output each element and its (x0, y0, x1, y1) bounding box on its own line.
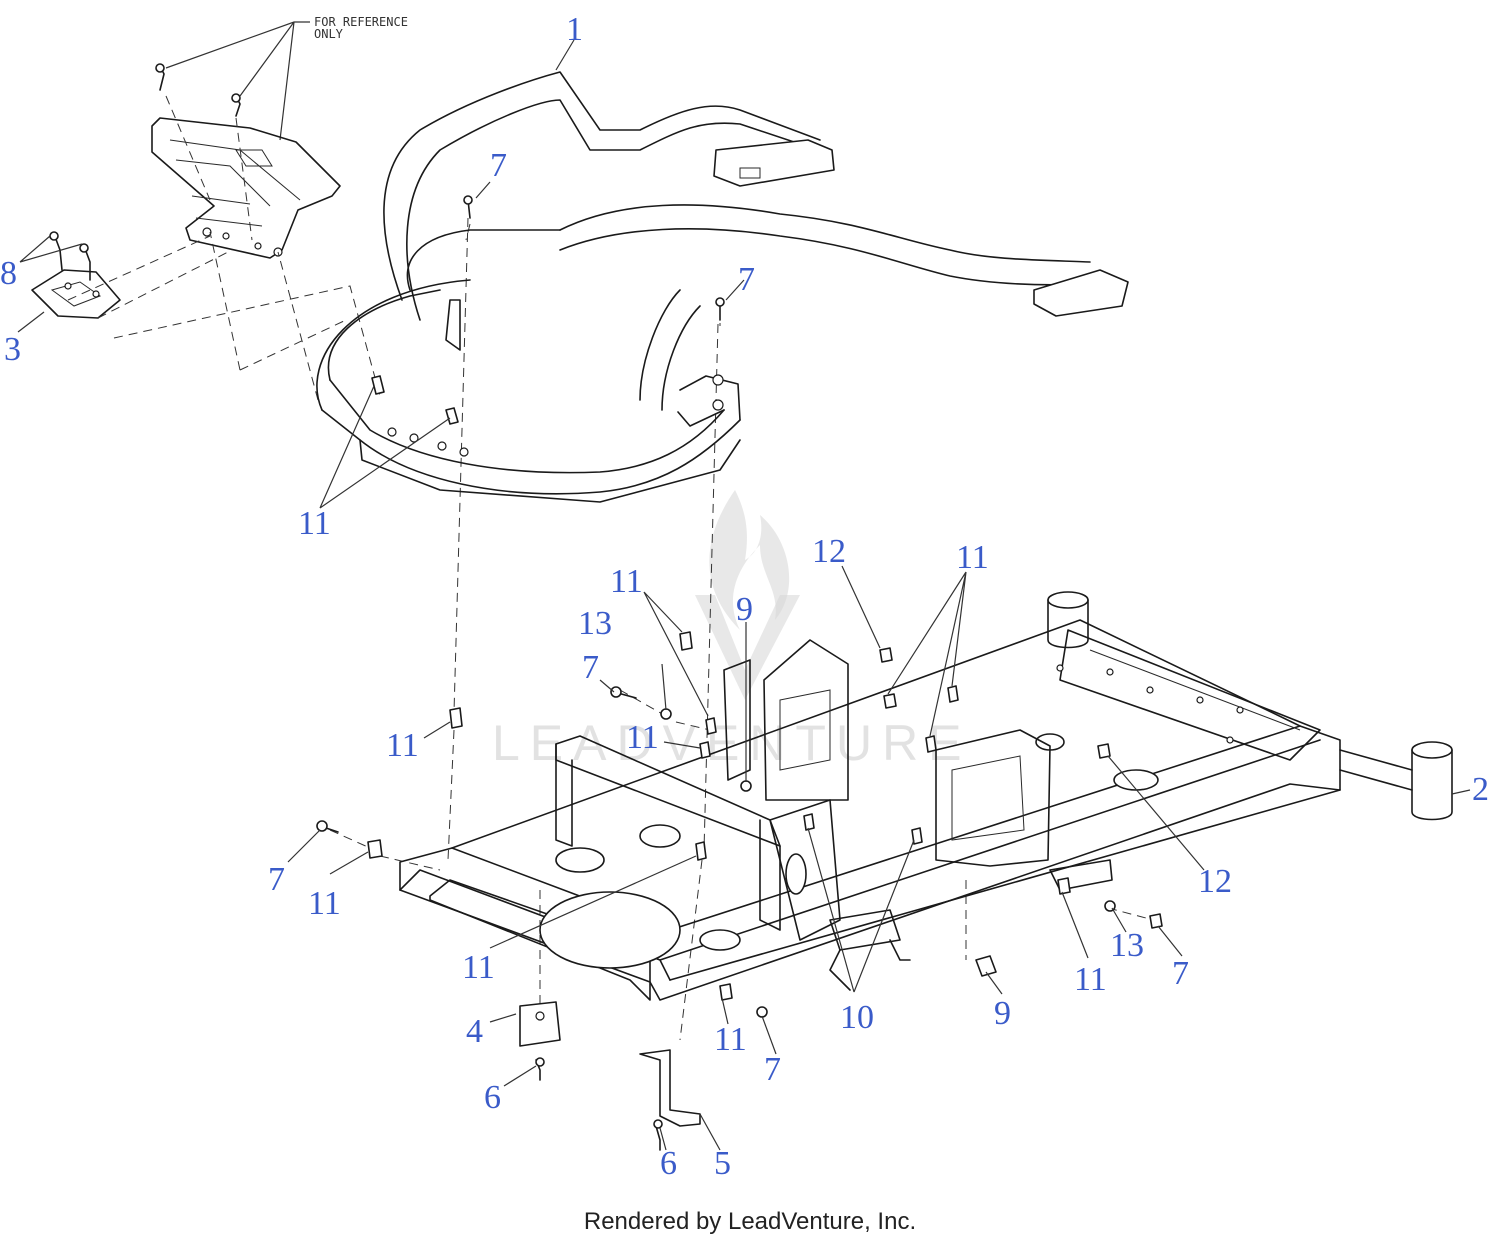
callout-11: 11 (308, 885, 341, 922)
frame-holes (1056, 664, 1244, 744)
callout-11: 11 (386, 727, 419, 764)
callout-11: 11 (298, 505, 331, 542)
main-frame-part (399, 591, 1453, 1151)
callout-7: 7 (1172, 955, 1189, 992)
callouts: 1 2 3 4 5 6 6 7 7 7 7 7 7 8 9 9 10 11 11… (0, 11, 1489, 1182)
roll-bar-part (316, 71, 1129, 503)
callout-5: 5 (714, 1145, 731, 1182)
callout-11: 11 (956, 539, 989, 576)
callout-9: 9 (994, 995, 1011, 1032)
reference-note-line1: FOR REFERENCE (314, 15, 408, 29)
callout-11: 11 (1074, 961, 1107, 998)
callout-9: 9 (736, 591, 753, 628)
watermark: LEADVENTURE (492, 490, 962, 771)
callout-7: 7 (764, 1051, 781, 1088)
callout-11: 11 (714, 1021, 747, 1058)
callout-7: 7 (582, 649, 599, 686)
callout-11: 11 (626, 719, 659, 756)
callout-3: 3 (4, 331, 21, 368)
callout-7: 7 (268, 861, 285, 898)
reference-note: FOR REFERENCE ONLY (165, 15, 408, 141)
callout-1: 1 (566, 11, 583, 48)
callout-10: 10 (840, 999, 874, 1036)
callout-13: 13 (1110, 927, 1144, 964)
footer-credit: Rendered by LeadVenture, Inc. (583, 1208, 917, 1235)
leader-lines (17, 39, 1471, 1151)
callout-11: 11 (462, 949, 495, 986)
callout-12: 12 (812, 533, 846, 570)
callout-6: 6 (660, 1145, 677, 1182)
callout-11: 11 (610, 563, 643, 600)
callout-7: 7 (490, 147, 507, 184)
callout-8: 8 (0, 255, 17, 292)
callout-13: 13 (578, 605, 612, 642)
callout-7: 7 (738, 261, 755, 298)
fasteners (316, 631, 1111, 1018)
callout-12: 12 (1198, 863, 1232, 900)
reference-bracket-part (151, 63, 341, 259)
reference-note-line2: ONLY (314, 27, 344, 41)
callout-4: 4 (466, 1013, 483, 1050)
callout-2: 2 (1472, 771, 1489, 808)
mount-plate-part (31, 231, 121, 319)
callout-6: 6 (484, 1079, 501, 1116)
